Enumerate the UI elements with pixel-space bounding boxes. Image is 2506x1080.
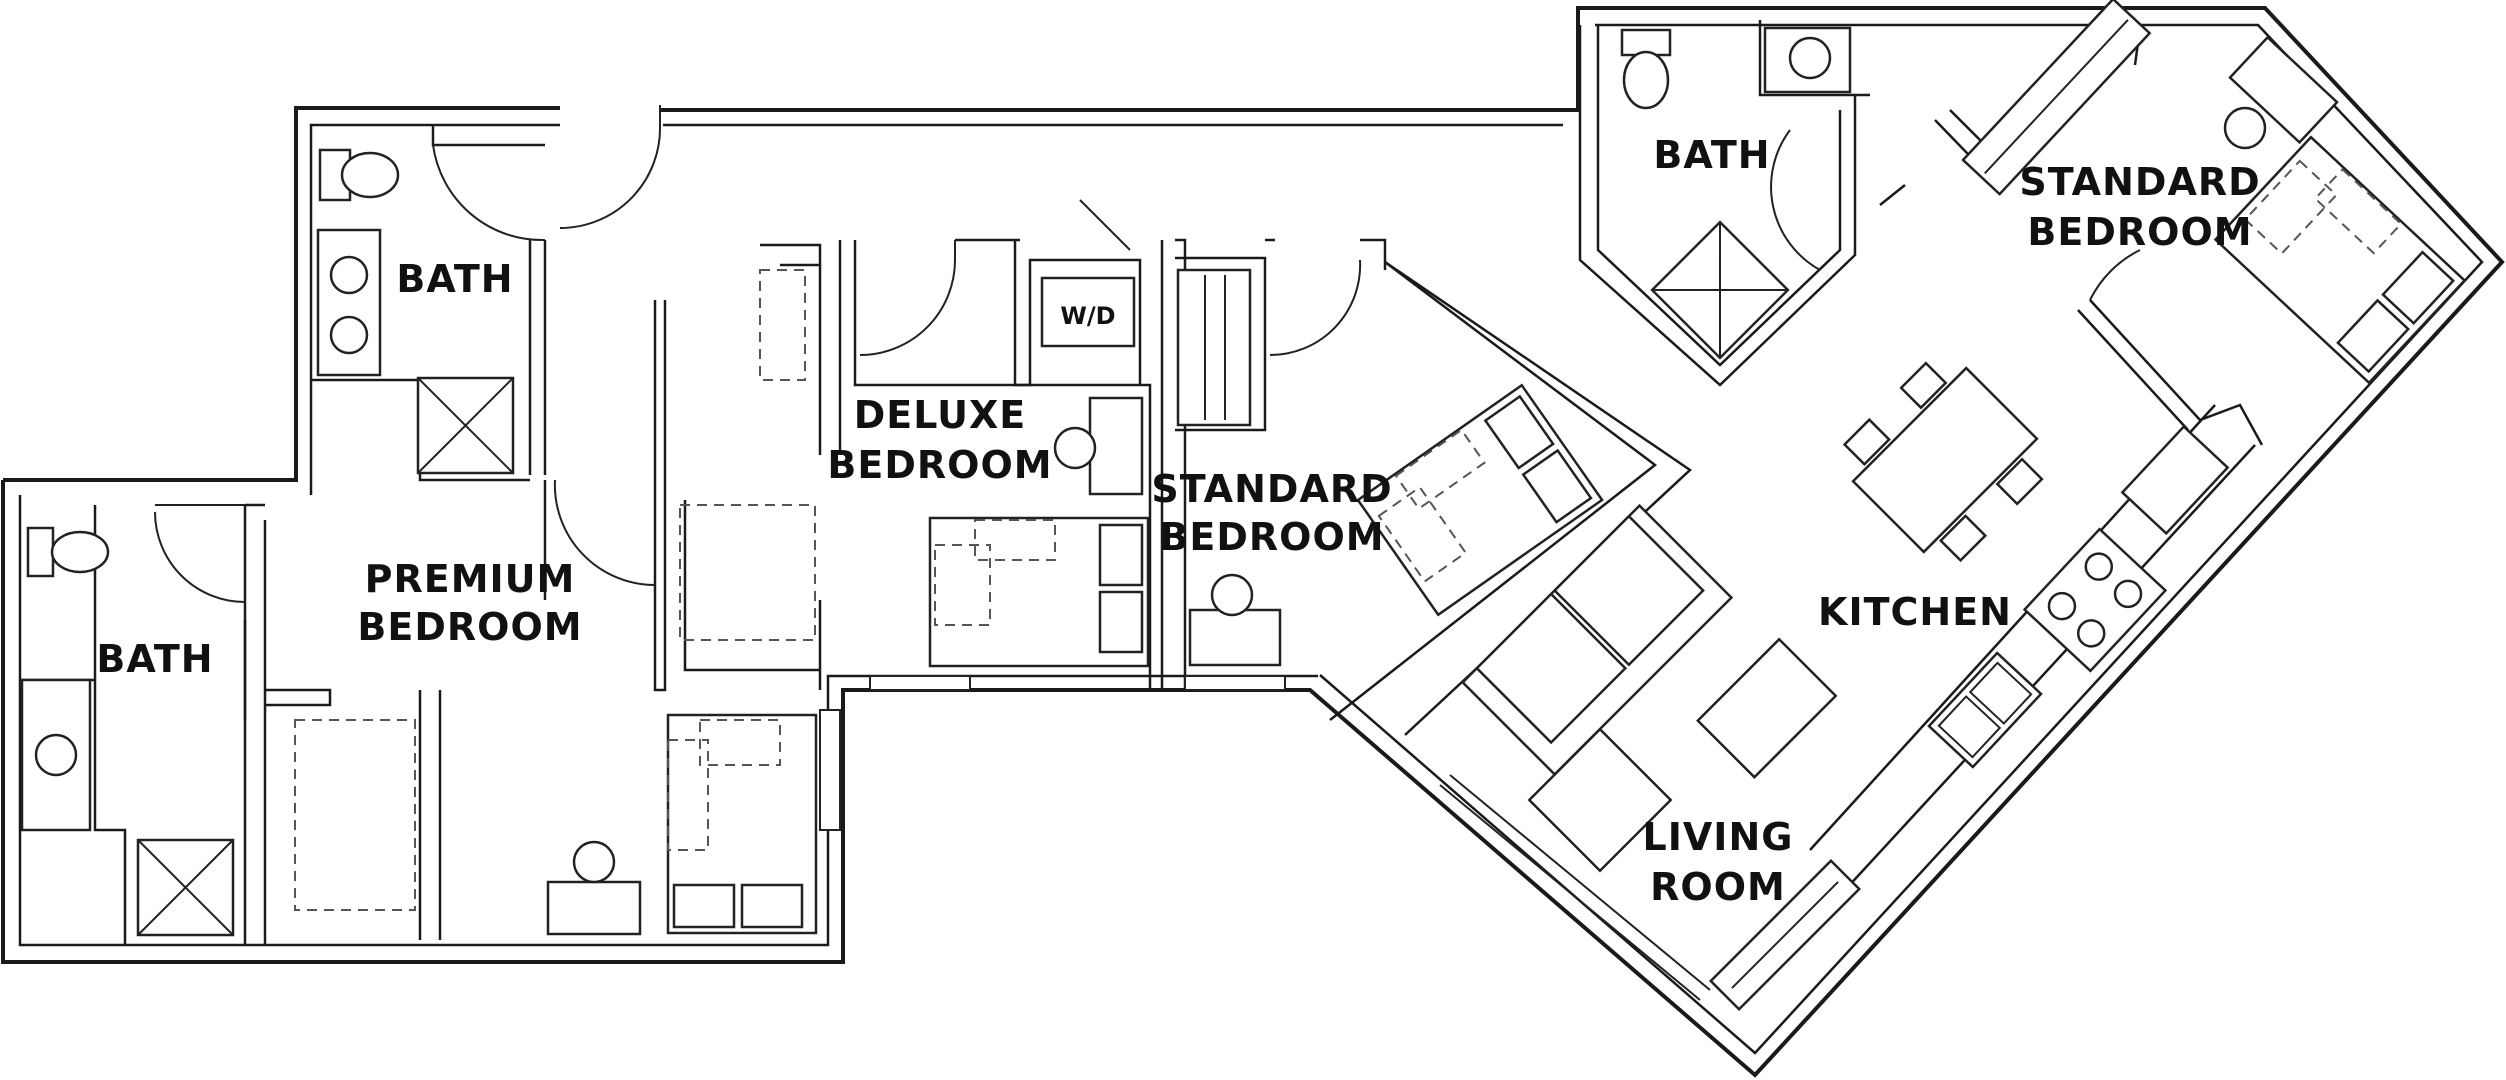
toilet-tank-icon (26, 526, 55, 578)
pillow-icon (2381, 250, 2455, 325)
room-label-premium-bedroom-1: PREMIUM (365, 557, 576, 601)
room-label-standard-bedroom-right-1: STANDARD (2019, 160, 2260, 204)
kitchen-furniture (1842, 361, 2230, 769)
dining-table-icon (1851, 366, 2039, 554)
room-label-premium-bedroom-2: BEDROOM (357, 605, 582, 649)
sink-icon (329, 255, 369, 295)
chair-icon (1210, 573, 1254, 617)
door-left-bath (154, 511, 246, 603)
coffee-table-icon (1696, 637, 1838, 779)
pillow-icon (672, 883, 736, 929)
bed-icon (2213, 135, 2467, 385)
toilet-icon (50, 530, 110, 574)
chair-icon (1053, 426, 1097, 470)
chair-icon (1899, 361, 1948, 410)
toilet-icon (1622, 50, 1670, 110)
pillow-icon (1521, 448, 1593, 524)
door-wd (1079, 199, 1131, 251)
sink-icon (34, 733, 78, 777)
washer-dryer-icon (1040, 276, 1136, 348)
room-label-bath-top-left: BATH (396, 257, 513, 301)
room-label-living-room-2: ROOM (1650, 865, 1786, 909)
desk-icon (1188, 608, 1282, 667)
right-bath-fixtures (1620, 26, 1852, 360)
pillow-icon (1098, 590, 1144, 654)
refrigerator-icon (2120, 424, 2230, 536)
washer-dryer-label: W/D (1060, 302, 1115, 330)
window-deluxe-1 (869, 675, 971, 691)
chair-icon (1995, 457, 2044, 506)
outer-walls (1, 6, 2505, 1078)
closet-outline (679, 504, 816, 641)
door-standard-center (1269, 259, 1362, 357)
room-label-bath-left: BATH (96, 637, 213, 681)
top-left-bath-fixtures (316, 148, 515, 475)
premium-bedroom-furniture (294, 713, 818, 936)
room-label-standard-bedroom-right-2: BEDROOM (2027, 210, 2252, 254)
pillow-icon (1483, 394, 1555, 470)
room-labels: BATH BATH PREMIUM BEDROOM DELUXE BEDROOM… (96, 133, 2260, 909)
deluxe-bedroom-furniture (679, 269, 1150, 668)
room-label-standard-bedroom-center-2: BEDROOM (1159, 515, 1384, 559)
chair-icon (572, 840, 616, 884)
sink-icon (329, 315, 369, 355)
room-label-living-room-1: LIVING (1643, 815, 1794, 859)
chair-icon (2223, 106, 2267, 150)
desk-icon (546, 880, 642, 936)
door-standard-right (2089, 249, 2141, 301)
washer-dryer-closet: W/D (1040, 276, 1136, 348)
room-label-bath-top-right: BATH (1653, 133, 1770, 177)
living-room-furniture (1460, 503, 1862, 1012)
room-label-kitchen: KITCHEN (1818, 590, 2012, 634)
standard-bedroom-right-furniture (1961, 0, 2467, 385)
doors (154, 105, 2141, 603)
door-top-left-bath (432, 144, 546, 242)
toilet-icon (340, 151, 400, 199)
room-label-standard-bedroom-center-1: STANDARD (1151, 467, 1392, 511)
desk-icon (2228, 35, 2339, 145)
pillow-icon (1098, 523, 1144, 587)
chair-icon (1842, 417, 1891, 467)
kitchen-sink-icon (1927, 651, 2043, 769)
door-deluxe (859, 259, 956, 356)
stove-icon (2022, 527, 2168, 673)
pillow-icon (2336, 298, 2410, 374)
closet-outline (294, 719, 416, 911)
window-standard-center (1184, 675, 1286, 691)
standard-bedroom-center-furniture (1176, 268, 1604, 667)
closet-icon (1176, 268, 1252, 427)
desk-icon (1088, 396, 1144, 496)
window-premium (819, 709, 841, 831)
room-label-deluxe-bedroom-2: BEDROOM (827, 443, 1052, 487)
left-bath-fixtures (20, 526, 235, 937)
sink-icon (1788, 36, 1832, 80)
chair-icon (1938, 514, 1988, 563)
room-label-deluxe-bedroom-1: DELUXE (854, 393, 1026, 437)
door-entry-top (559, 124, 662, 229)
armchair-icon (1527, 727, 1673, 873)
door-premium (553, 479, 656, 587)
door-right-bath (1770, 129, 1821, 271)
pillow-icon (740, 883, 804, 929)
